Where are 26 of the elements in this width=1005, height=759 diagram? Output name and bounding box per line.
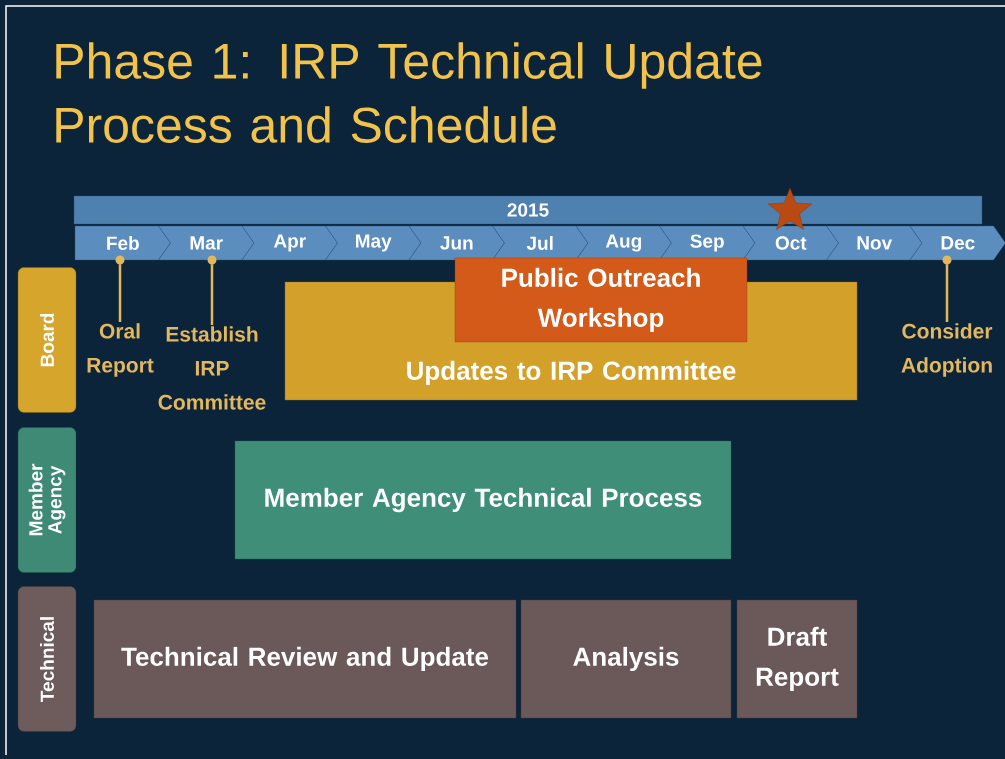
star-marker xyxy=(767,187,813,230)
month-box: May xyxy=(325,225,422,261)
task-bar: Member Agency Technical Process xyxy=(234,440,732,560)
node-label: Dec xyxy=(941,236,975,250)
milestone-label: Establish IRP Committee xyxy=(158,326,266,410)
month-box: Jun xyxy=(408,225,505,261)
milestone-label: Oral Report xyxy=(87,323,154,377)
month-box: Dec xyxy=(909,225,1005,265)
task-bar: Public Outreach Workshop xyxy=(454,257,748,343)
task-bar: Technical Review and Update xyxy=(93,599,517,719)
leader-line xyxy=(210,264,214,326)
month-box: Oct xyxy=(742,225,839,261)
leader-line xyxy=(945,264,949,322)
lane-label: Technical xyxy=(17,586,77,732)
month-box: Feb xyxy=(74,225,171,265)
lane-label: Member Agency xyxy=(17,427,77,573)
slide-title: Phase 1: IRP Technical Update Process and Schedule xyxy=(56,42,762,143)
task-bar: Analysis xyxy=(520,599,732,719)
leader-line xyxy=(118,264,122,322)
year-bar: 2015 xyxy=(73,195,983,225)
task-bar: Draft Report xyxy=(736,599,858,719)
month-box: Nov xyxy=(826,225,923,261)
month-box: Apr xyxy=(241,225,338,261)
milestone-label: Consider Adoption xyxy=(901,323,993,377)
month-box: Mar xyxy=(158,225,255,265)
lane-label: Board xyxy=(17,267,77,413)
